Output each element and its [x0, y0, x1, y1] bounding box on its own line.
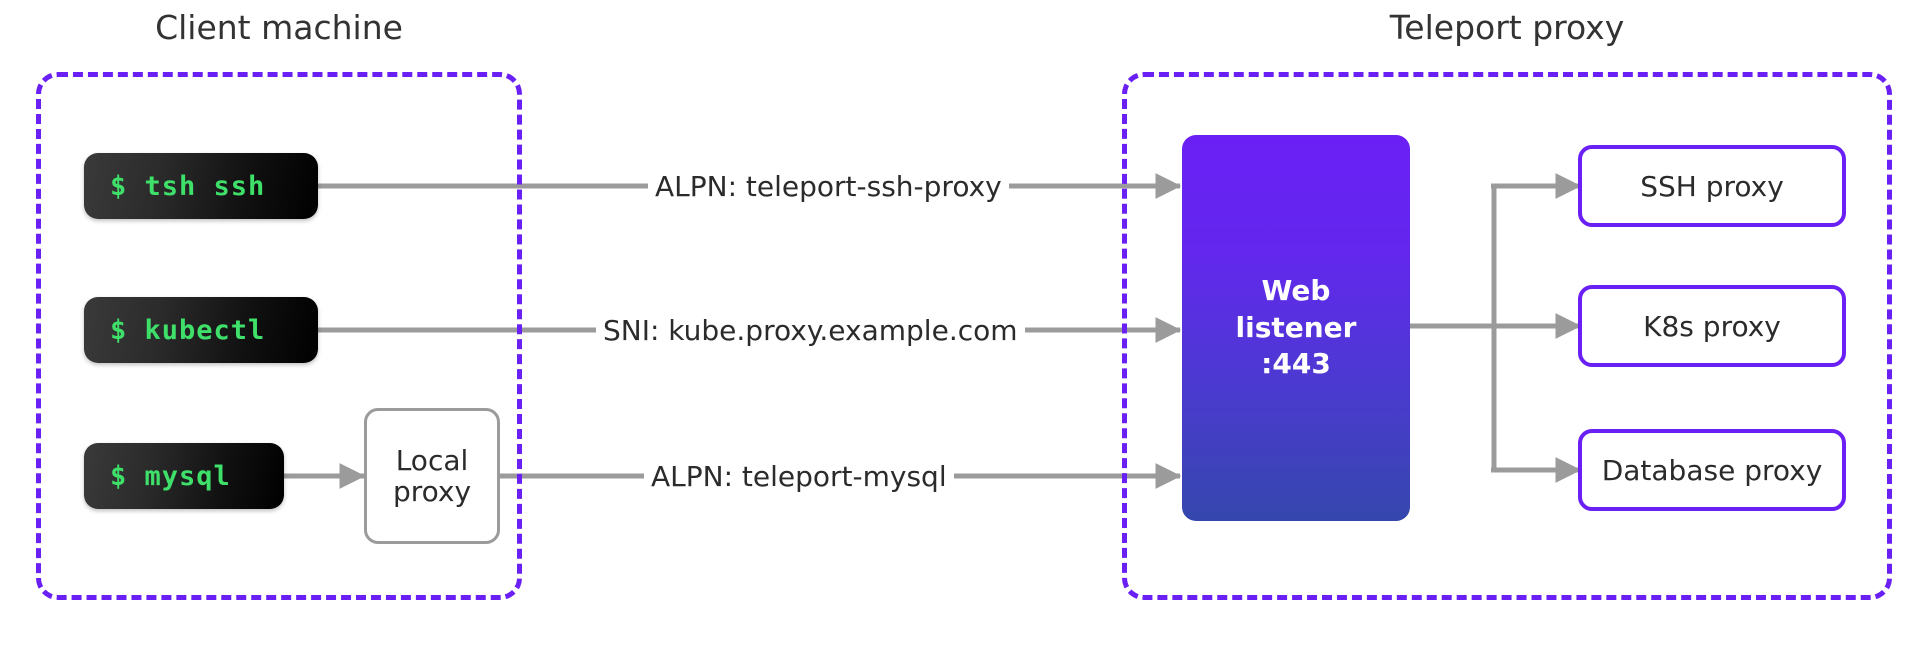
- group-box-teleport-proxy: [1122, 72, 1892, 600]
- database-proxy-label: Database proxy: [1601, 453, 1823, 487]
- edge-label-alpn-mysql: ALPN: teleport-mysql: [644, 460, 954, 493]
- local-proxy-box[interactable]: Local proxy: [364, 408, 500, 544]
- terminal-chip-label: $ mysql: [110, 460, 231, 492]
- edge-label-sni-kube: SNI: kube.proxy.example.com: [596, 314, 1025, 347]
- terminal-chip-kubectl[interactable]: $ kubectl: [84, 297, 318, 363]
- edge-label-alpn-ssh: ALPN: teleport-ssh-proxy: [648, 170, 1009, 203]
- database-proxy-box[interactable]: Database proxy: [1578, 429, 1846, 511]
- web-listener-label-port: :443: [1261, 347, 1331, 381]
- web-listener-label-line1: Web: [1261, 274, 1331, 308]
- k8s-proxy-box[interactable]: K8s proxy: [1578, 285, 1846, 367]
- k8s-proxy-label: K8s proxy: [1643, 309, 1781, 343]
- terminal-chip-label: $ tsh ssh: [110, 170, 266, 202]
- local-proxy-label-line1: Local: [395, 443, 469, 477]
- group-title-client-machine: Client machine: [155, 8, 403, 47]
- terminal-chip-tsh-ssh[interactable]: $ tsh ssh: [84, 153, 318, 219]
- local-proxy-label-line2: proxy: [392, 475, 472, 508]
- terminal-chip-label: $ kubectl: [110, 314, 266, 346]
- web-listener-label-line2: listener: [1235, 310, 1357, 344]
- web-listener-box[interactable]: Web listener :443: [1182, 135, 1410, 521]
- ssh-proxy-label: SSH proxy: [1640, 169, 1784, 203]
- ssh-proxy-box[interactable]: SSH proxy: [1578, 145, 1846, 227]
- group-title-teleport-proxy: Teleport proxy: [1389, 8, 1625, 47]
- terminal-chip-mysql[interactable]: $ mysql: [84, 443, 284, 509]
- group-box-client-machine: [36, 72, 522, 600]
